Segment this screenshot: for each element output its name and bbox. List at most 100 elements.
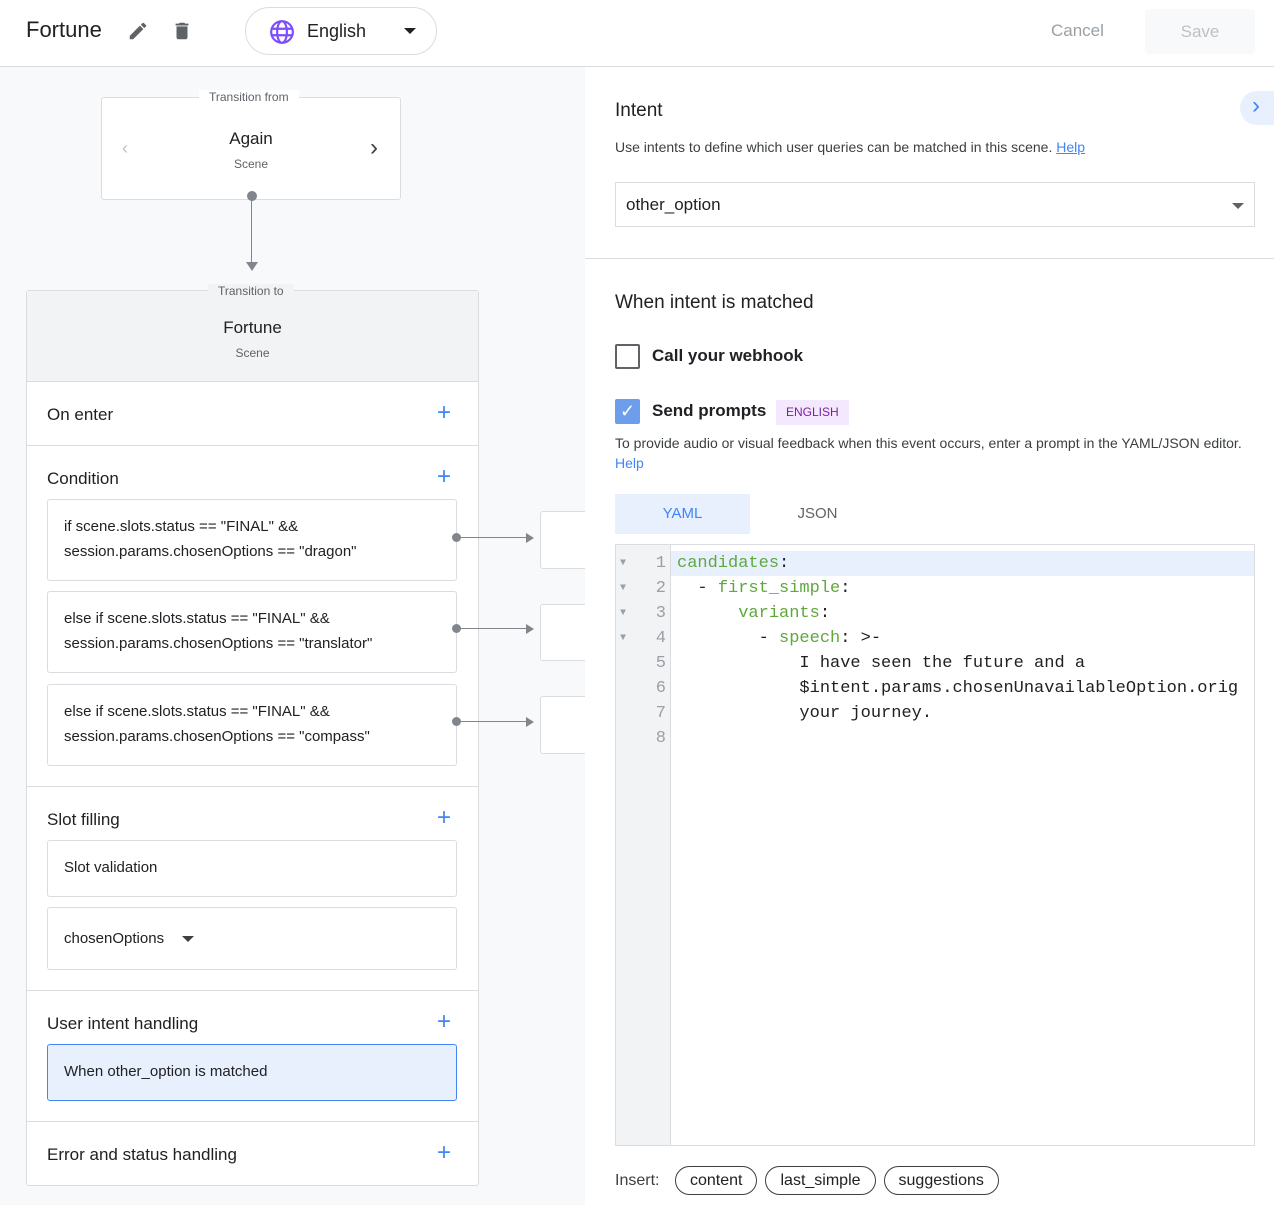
add-condition-icon[interactable]: + <box>437 463 452 490</box>
condition-text: session.params.chosenOptions == "compass… <box>64 728 370 745</box>
code-key: speech <box>779 629 841 648</box>
condition-label: Condition <box>47 469 119 488</box>
intent-description-text: Use intents to define which user queries… <box>615 139 1053 155</box>
from-scene-name: Again <box>229 129 273 148</box>
intent-description: Use intents to define which user queries… <box>615 139 1085 155</box>
divider <box>27 990 478 991</box>
code-indent <box>677 679 799 698</box>
condition-text: session.params.chosenOptions == "transla… <box>64 635 373 652</box>
add-error-icon[interactable]: + <box>437 1139 452 1166</box>
fold-arrow-icon[interactable]: ▼ <box>620 608 627 619</box>
from-scene-type: Scene <box>233 157 269 171</box>
line-number: 3 <box>655 604 666 623</box>
divider <box>27 786 478 787</box>
line-number: 5 <box>655 654 666 673</box>
slot-item[interactable]: chosenOptions <box>47 907 457 970</box>
fold-arrow-icon[interactable]: ▼ <box>620 633 627 644</box>
line-number: 2 <box>655 579 666 598</box>
line-number: 6 <box>655 679 666 698</box>
insert-suggestions-chip[interactable]: suggestions <box>883 1166 999 1195</box>
line-number: 4 <box>655 629 666 648</box>
details-panel: › Intent Use intents to define which use… <box>585 67 1274 1205</box>
prompt-hint: To provide audio or visual feedback when… <box>615 433 1255 473</box>
code-line: 6 $intent.params.chosenUnavailableOption… <box>616 676 1254 701</box>
collapse-panel-button[interactable]: › <box>1240 91 1274 125</box>
condition-item[interactable]: if scene.slots.status == "FINAL" && sessi… <box>47 499 457 581</box>
insert-label: Insert: <box>615 1172 660 1189</box>
condition-text: else if scene.slots.status == "FINAL" && <box>64 703 330 720</box>
editor-gutter <box>616 545 671 1145</box>
intent-handler-item[interactable]: When other_option is matched <box>47 1044 457 1101</box>
condition-text: session.params.chosenOptions == "dragon" <box>64 543 357 560</box>
save-button[interactable]: Save <box>1145 9 1255 54</box>
slot-name: chosenOptions <box>64 930 165 947</box>
scene-flow-panel: Transition from ‹ Again Scene › Transiti… <box>0 67 600 1205</box>
code-line: ▼ 2 - first_simple: <box>616 576 1254 601</box>
language-badge: ENGLISH <box>776 400 849 425</box>
transition-from-legend: Transition from <box>199 90 299 104</box>
tab-yaml[interactable]: YAML <box>615 494 750 534</box>
insert-last-simple-chip[interactable]: last_simple <box>765 1166 876 1195</box>
code-indent: - <box>677 579 718 598</box>
add-intent-icon[interactable]: + <box>437 1008 452 1035</box>
chevron-down-icon <box>404 28 416 34</box>
language-label: English <box>307 21 367 41</box>
intent-select[interactable]: other_option <box>615 182 1255 227</box>
code-line: 8 <box>616 726 1254 751</box>
code-text: : >- <box>840 629 882 648</box>
code-line: 7 your journey. <box>616 701 1254 726</box>
scene-title: Fortune <box>26 17 102 42</box>
code-indent <box>677 704 799 723</box>
webhook-label: Call your webhook <box>652 346 804 365</box>
active-line-highlight <box>671 551 1254 576</box>
chevron-left-icon[interactable]: ‹ <box>122 138 128 158</box>
cancel-button[interactable]: Cancel <box>1051 21 1104 40</box>
trash-icon[interactable] <box>171 19 193 43</box>
insert-content-chip[interactable]: content <box>675 1166 758 1195</box>
add-slot-icon[interactable]: + <box>437 804 452 831</box>
scene-card: Transition to Fortune Scene On enter + C… <box>26 284 479 1186</box>
fold-arrow-icon[interactable]: ▼ <box>620 558 627 569</box>
condition-item[interactable]: else if scene.slots.status == "FINAL" &&… <box>47 591 457 673</box>
language-selector[interactable]: English <box>245 7 437 55</box>
code-text: : <box>840 579 851 598</box>
intent-title: Intent <box>615 100 663 121</box>
code-key: first_simple <box>717 579 841 598</box>
condition-item[interactable]: else if scene.slots.status == "FINAL" &&… <box>47 684 457 766</box>
divider <box>27 1121 478 1122</box>
divider <box>27 445 478 446</box>
send-prompts-checkbox[interactable]: ✓ <box>615 399 640 424</box>
slot-validation-item[interactable]: Slot validation <box>47 840 457 897</box>
tab-json[interactable]: JSON <box>797 505 838 522</box>
error-handling-label: Error and status handling <box>47 1145 237 1164</box>
transition-from-card[interactable]: Transition from ‹ Again Scene › <box>101 90 401 200</box>
intent-help-link[interactable]: Help <box>1056 139 1086 155</box>
chevron-down-icon <box>1232 203 1244 209</box>
connector-arrow <box>452 717 534 727</box>
send-prompts-label: Send prompts <box>652 401 767 420</box>
on-enter-label: On enter <box>47 405 114 424</box>
pencil-icon[interactable] <box>127 20 149 42</box>
transition-to-header: Transition to Fortune Scene <box>27 284 478 382</box>
condition-text: if scene.slots.status == "FINAL" && <box>64 518 299 535</box>
fold-arrow-icon[interactable]: ▼ <box>620 583 627 594</box>
code-text: I have seen the future and a <box>799 654 1086 673</box>
chevron-right-icon[interactable]: › <box>370 134 378 161</box>
transition-to-legend: Transition to <box>208 284 294 298</box>
slot-filling-label: Slot filling <box>47 810 120 829</box>
condition-text: else if scene.slots.status == "FINAL" && <box>64 610 330 627</box>
code-key: candidates <box>677 554 780 573</box>
code-text: your journey. <box>799 704 933 723</box>
code-line: ▼3 variants: <box>616 601 1254 626</box>
matched-title: When intent is matched <box>615 292 814 313</box>
prompt-help-link[interactable]: Help <box>615 455 644 471</box>
add-on-enter-icon[interactable]: + <box>437 399 452 426</box>
connector-dot <box>247 191 257 201</box>
chevron-down-icon[interactable] <box>182 936 195 943</box>
connector-line <box>251 200 252 265</box>
webhook-checkbox[interactable] <box>615 344 640 369</box>
